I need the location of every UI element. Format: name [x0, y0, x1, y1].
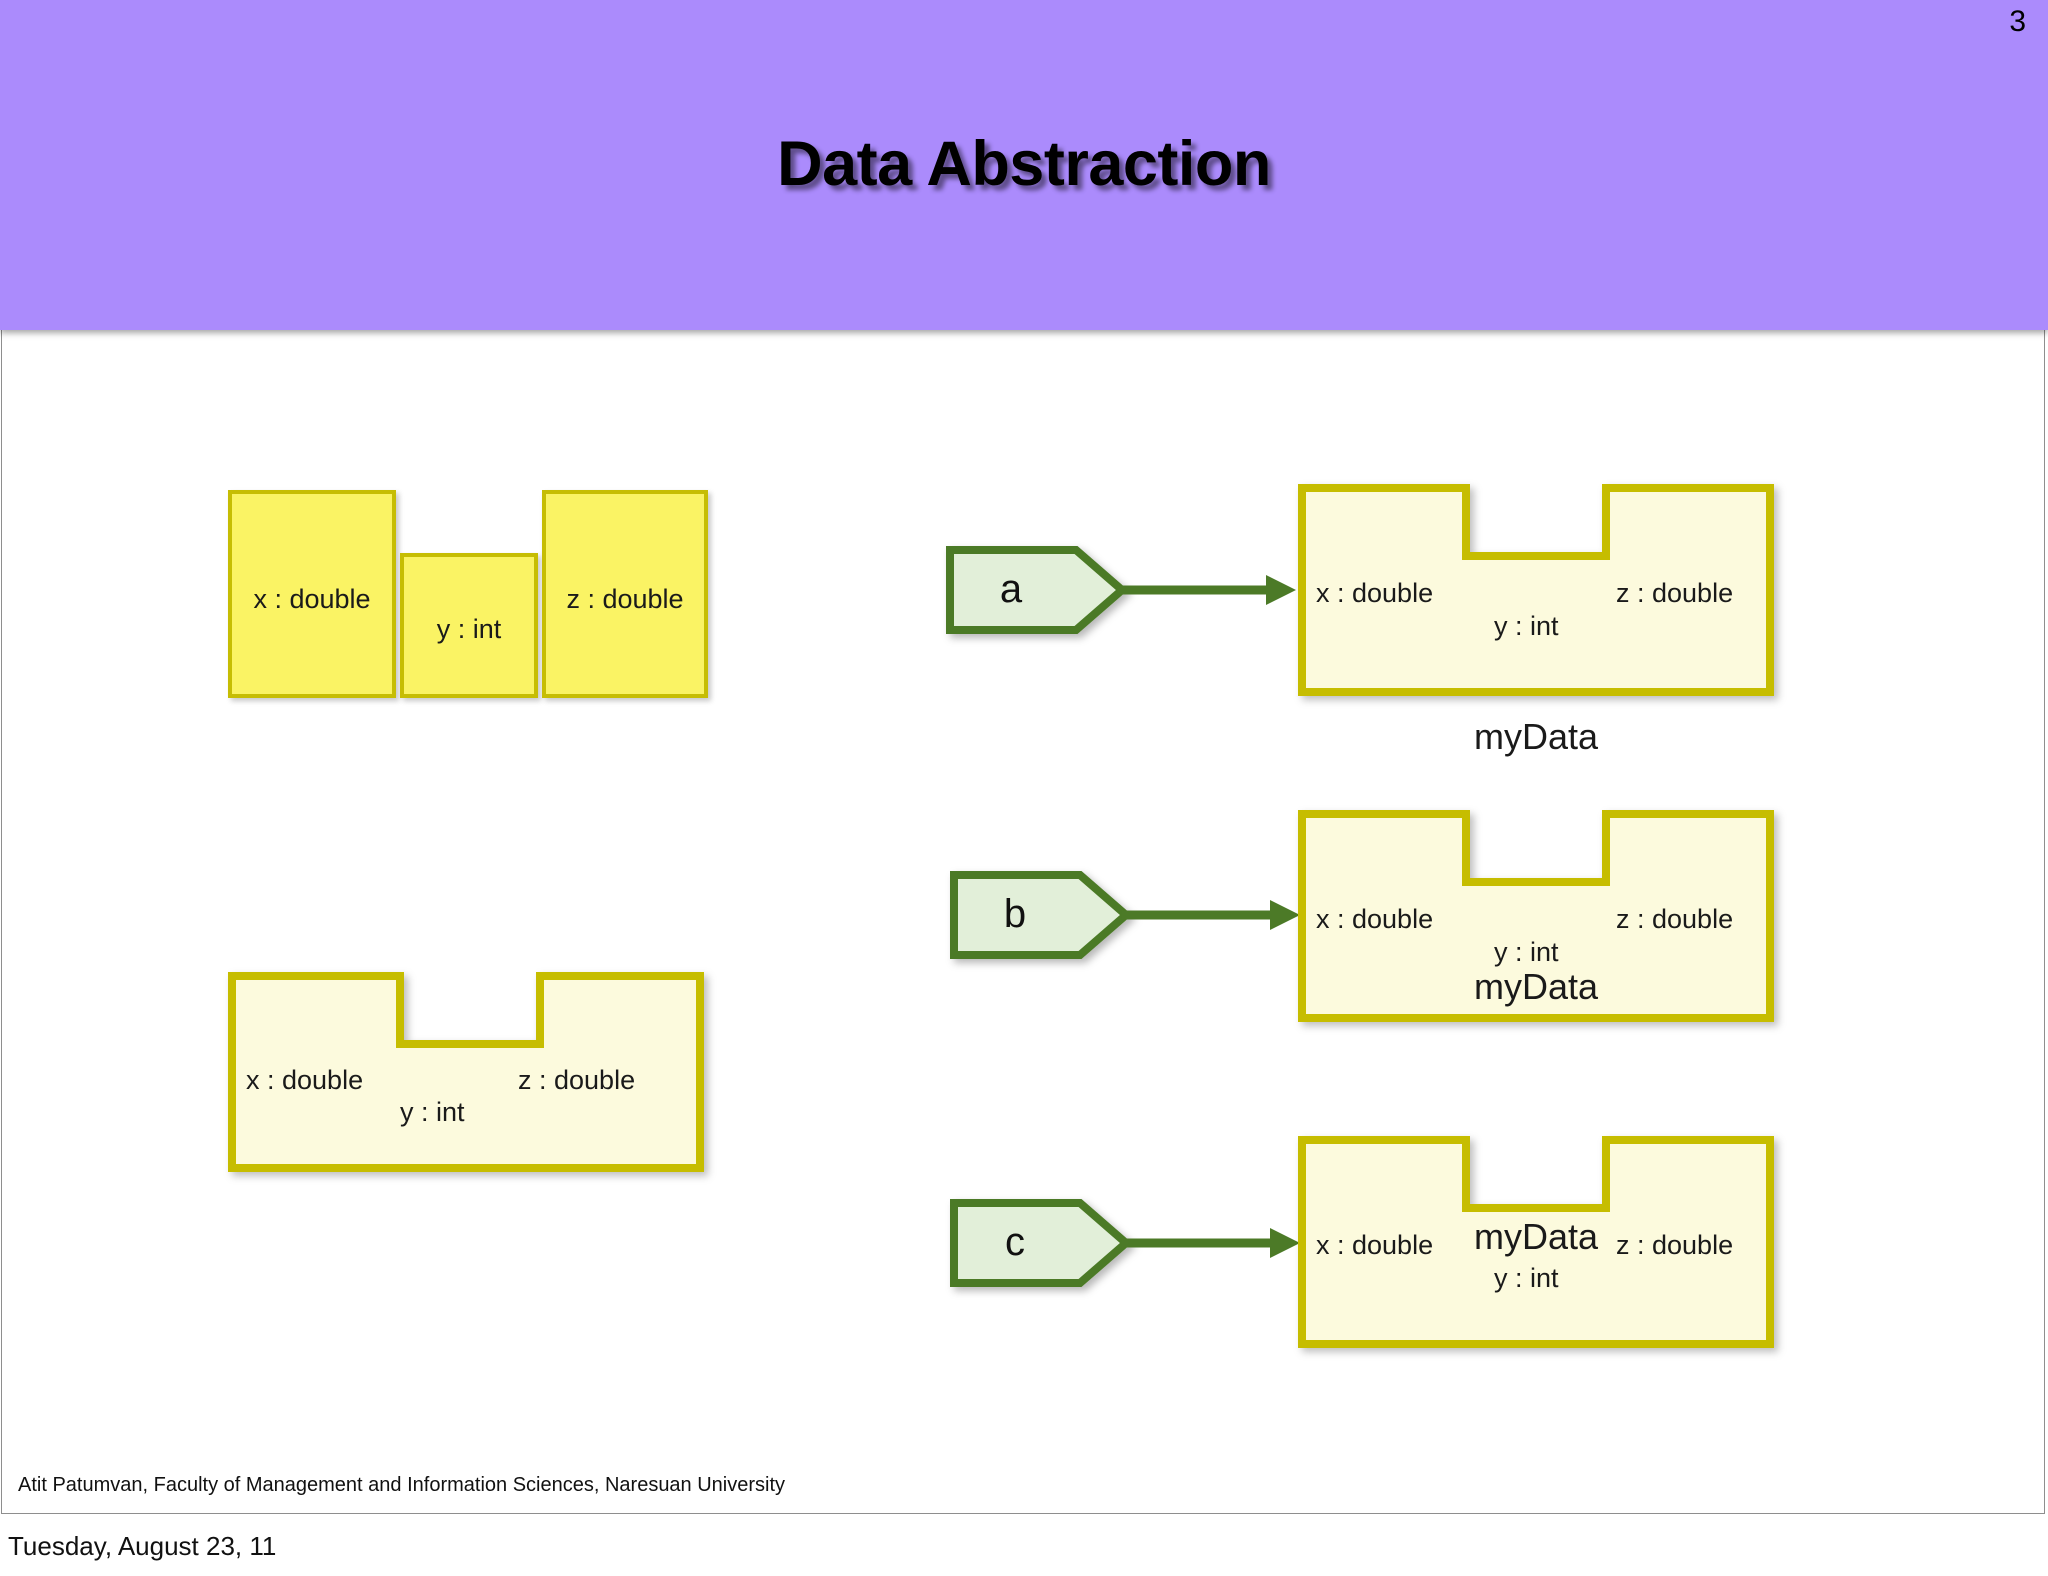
- field-label-y: y : int: [436, 614, 502, 644]
- field-label-y: y : int: [1494, 937, 1559, 967]
- pentagon-shape: [946, 546, 1129, 634]
- slide-number: 3: [2009, 5, 2026, 38]
- field-box-y: y : int: [400, 553, 538, 698]
- merged-struct-diagram: x : double y : int z : double: [228, 972, 704, 1172]
- variable-shape-c[interactable]: c: [950, 1198, 1133, 1288]
- field-label-x: x : double: [246, 1065, 364, 1095]
- pentagon-shape: [950, 1199, 1133, 1287]
- field-label-y: y : int: [1494, 611, 1559, 641]
- struct-shape: [1298, 1136, 1774, 1348]
- struct-shape: [1298, 484, 1774, 696]
- struct-caption-a: myData: [1473, 716, 1599, 757]
- struct-shape: [1298, 810, 1774, 1022]
- field-label-x: x : double: [1316, 904, 1434, 934]
- arrow-a-to-mydata: [1118, 568, 1298, 612]
- field-label-x: x : double: [1316, 1230, 1434, 1260]
- struct-instance-a: x : double y : int z : double: [1298, 484, 1774, 696]
- struct-instance-c: x : double y : int z : double: [1298, 1136, 1774, 1348]
- variable-name-a: a: [999, 567, 1023, 611]
- arrow-b-to-mydata: [1122, 893, 1302, 937]
- separate-members-diagram: x : double y : int z : double: [228, 490, 708, 705]
- footer-date: Tuesday, August 23, 11: [8, 1531, 277, 1561]
- arrow-right-icon: [1122, 1228, 1300, 1258]
- variable-shape-a[interactable]: a: [946, 545, 1129, 635]
- field-label-z: z : double: [1616, 904, 1734, 934]
- field-box-x: x : double: [228, 490, 396, 698]
- struct-caption-b: myData: [1473, 966, 1599, 1007]
- field-label-y: y : int: [400, 1097, 465, 1127]
- field-label-z: z : double: [1616, 578, 1734, 608]
- field-box-z: z : double: [542, 490, 708, 698]
- variable-name-b: b: [1003, 892, 1027, 936]
- page-title: Data Abstraction: [777, 129, 1271, 199]
- merged-struct-shape: [228, 972, 704, 1172]
- variable-shape-b[interactable]: b: [950, 870, 1133, 960]
- field-label-x: x : double: [253, 584, 371, 614]
- arrow-right-icon: [1122, 900, 1300, 930]
- field-label-z: z : double: [566, 584, 684, 614]
- field-label-x: x : double: [1316, 578, 1434, 608]
- field-label-z: z : double: [518, 1065, 636, 1095]
- variable-name-c: c: [1005, 1220, 1025, 1264]
- slide-header-band: 3 Data Abstraction: [0, 0, 2048, 330]
- pentagon-shape: [950, 871, 1133, 959]
- footer-attribution: Atit Patumvan, Faculty of Management and…: [18, 1474, 786, 1496]
- arrow-c-to-mydata: [1122, 1221, 1302, 1265]
- field-label-z: z : double: [1616, 1230, 1734, 1260]
- field-label-y: y : int: [1494, 1263, 1559, 1293]
- arrow-right-icon: [1118, 575, 1296, 605]
- struct-caption-c: myData: [1473, 1216, 1599, 1257]
- struct-instance-b: x : double y : int z : double: [1298, 810, 1774, 1022]
